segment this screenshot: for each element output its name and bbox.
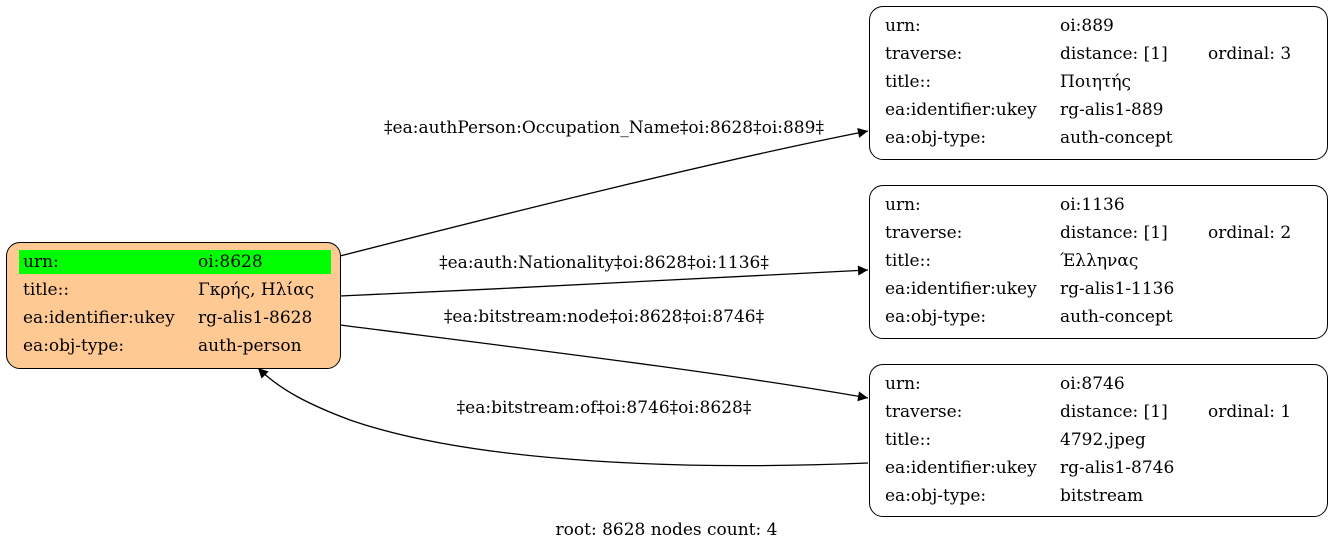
edge-bitstream-node <box>339 324 869 402</box>
node-traverse-key: traverse: <box>885 223 963 243</box>
node-ordinal: ordinal: 1 <box>1208 402 1292 422</box>
root-title-value: Γκρής, Ηλίας <box>198 280 315 300</box>
node-8746[interactable]: urn: oi:8746 traverse: distance: [1] ord… <box>869 364 1328 517</box>
root-type-value: auth-person <box>198 336 302 356</box>
node-urn-row: urn: oi:8746 <box>870 372 1327 396</box>
node-traverse-key: traverse: <box>885 44 963 64</box>
root-title-key: title:: <box>23 280 70 300</box>
node-type-row: ea:obj-type: bitstream <box>870 484 1327 508</box>
root-urn-key: urn: <box>19 250 195 274</box>
graph-footer: root: 8628 nodes count: 4 <box>555 520 778 540</box>
node-type-value: auth-concept <box>1060 307 1173 327</box>
edge-label-nationality: ‡ea:auth:Nationality‡oi:8628‡oi:1136‡ <box>439 253 769 273</box>
edge-label-occupation: ‡ea:authPerson:Occupation_Name‡oi:8628‡o… <box>384 118 824 138</box>
root-node[interactable]: urn: oi:8628 title:: Γκρής, Ηλίας ea:ide… <box>6 242 341 369</box>
node-ukey-key: ea:identifier:ukey <box>885 279 1037 299</box>
node-ordinal: ordinal: 3 <box>1208 44 1292 64</box>
edge-label-bitstream-of: ‡ea:bitstream:of‡oi:8746‡oi:8628‡ <box>456 398 752 418</box>
root-ukey-key: ea:identifier:ukey <box>23 308 175 328</box>
node-urn-value: oi:889 <box>1060 16 1114 36</box>
root-urn-value: oi:8628 <box>194 250 331 274</box>
node-urn-row: urn: oi:889 <box>870 14 1327 38</box>
node-traverse-key: traverse: <box>885 402 963 422</box>
node-title-key: title:: <box>885 430 932 450</box>
node-ukey-row: ea:identifier:ukey rg-alis1-889 <box>870 98 1327 122</box>
node-urn-key: urn: <box>885 374 921 394</box>
node-ordinal: ordinal: 2 <box>1208 223 1292 243</box>
node-ukey-row: ea:identifier:ukey rg-alis1-1136 <box>870 277 1327 301</box>
node-ukey-value: rg-alis1-889 <box>1060 100 1164 120</box>
node-type-key: ea:obj-type: <box>885 128 987 148</box>
edge-bitstream-of <box>257 367 869 467</box>
node-title-row: title:: Έλληνας <box>870 249 1327 273</box>
node-urn-row: urn: oi:1136 <box>870 193 1327 217</box>
node-type-row: ea:obj-type: auth-concept <box>870 305 1327 329</box>
node-ukey-row: ea:identifier:ukey rg-alis1-8746 <box>870 456 1327 480</box>
root-ukey-value: rg-alis1-8628 <box>198 308 313 328</box>
node-urn-value: oi:1136 <box>1060 195 1125 215</box>
edge-label-bitstream-node: ‡ea:bitstream:node‡oi:8628‡oi:8746‡ <box>443 307 765 327</box>
node-1136[interactable]: urn: oi:1136 traverse: distance: [1] ord… <box>869 185 1328 339</box>
node-title-row: title:: 4792.jpeg <box>870 428 1327 452</box>
root-ukey-row: ea:identifier:ukey rg-alis1-8628 <box>7 306 340 330</box>
node-889[interactable]: urn: oi:889 traverse: distance: [1] ordi… <box>869 6 1328 160</box>
node-traverse-row: traverse: distance: [1] ordinal: 1 <box>870 400 1327 424</box>
node-ukey-value: rg-alis1-8746 <box>1060 458 1175 478</box>
node-title-value: Έλληνας <box>1060 251 1139 271</box>
node-ukey-key: ea:identifier:ukey <box>885 100 1037 120</box>
node-title-value: 4792.jpeg <box>1060 430 1146 450</box>
node-title-row: title:: Ποιητής <box>870 70 1327 94</box>
edge-nationality <box>339 265 869 297</box>
node-type-value: auth-concept <box>1060 128 1173 148</box>
node-traverse-row: traverse: distance: [1] ordinal: 3 <box>870 42 1327 66</box>
node-distance: distance: [1] <box>1060 44 1168 64</box>
root-title-row: title:: Γκρής, Ηλίας <box>7 278 340 302</box>
node-ukey-key: ea:identifier:ukey <box>885 458 1037 478</box>
root-type-row: ea:obj-type: auth-person <box>7 334 340 358</box>
node-type-value: bitstream <box>1060 486 1144 506</box>
root-type-key: ea:obj-type: <box>23 336 125 356</box>
node-urn-value: oi:8746 <box>1060 374 1125 394</box>
root-urn-row: urn: oi:8628 <box>7 250 340 274</box>
node-distance: distance: [1] <box>1060 223 1168 243</box>
node-title-value: Ποιητής <box>1060 72 1132 92</box>
node-type-key: ea:obj-type: <box>885 486 987 506</box>
node-title-key: title:: <box>885 251 932 271</box>
node-distance: distance: [1] <box>1060 402 1168 422</box>
node-ukey-value: rg-alis1-1136 <box>1060 279 1175 299</box>
node-traverse-row: traverse: distance: [1] ordinal: 2 <box>870 221 1327 245</box>
edge-occupation <box>339 128 869 257</box>
node-type-row: ea:obj-type: auth-concept <box>870 126 1327 150</box>
node-urn-key: urn: <box>885 16 921 36</box>
node-urn-key: urn: <box>885 195 921 215</box>
node-type-key: ea:obj-type: <box>885 307 987 327</box>
node-title-key: title:: <box>885 72 932 92</box>
